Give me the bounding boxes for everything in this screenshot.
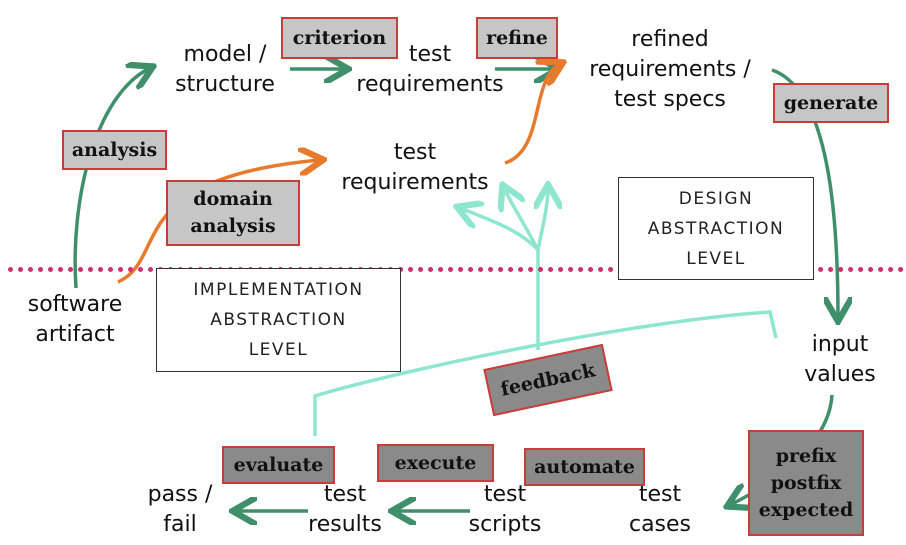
activity-domain-analysis: domain analysis bbox=[166, 180, 300, 246]
level-divider bbox=[8, 267, 904, 272]
activity-prefix-postfix-expected: prefix postfix expected bbox=[748, 430, 864, 536]
design-abstraction-level: DESIGN ABSTRACTION LEVEL bbox=[618, 177, 814, 280]
node-refined-requirements: refined requirements / test specs bbox=[589, 27, 751, 112]
arrow-artifact-to-model bbox=[73, 68, 150, 289]
arrow-mid-requirements-to-refined bbox=[504, 64, 560, 165]
node-test-requirements-top: test requirements bbox=[356, 42, 504, 97]
node-test-scripts: test scripts bbox=[468, 482, 542, 537]
node-input-values: input values bbox=[804, 332, 876, 387]
node-test-cases: test cases bbox=[628, 482, 692, 537]
activity-generate: generate bbox=[773, 83, 889, 123]
activity-automate: automate bbox=[524, 448, 645, 486]
feedback-loop bbox=[313, 188, 778, 436]
node-test-results: test results bbox=[308, 482, 382, 537]
node-test-requirements-mid: test requirements bbox=[341, 140, 489, 195]
node-model-structure: model / structure bbox=[175, 42, 275, 97]
activity-analysis: analysis bbox=[62, 130, 167, 170]
activity-evaluate: evaluate bbox=[222, 446, 335, 484]
activity-refine: refine bbox=[476, 17, 558, 59]
node-software-artifact: software artifact bbox=[27, 292, 123, 347]
implementation-abstraction-level: IMPLEMENTATION ABSTRACTION LEVEL bbox=[156, 268, 401, 372]
node-pass-fail: pass / fail bbox=[147, 482, 213, 537]
activity-execute: execute bbox=[377, 444, 494, 482]
activity-criterion: criterion bbox=[281, 17, 398, 59]
